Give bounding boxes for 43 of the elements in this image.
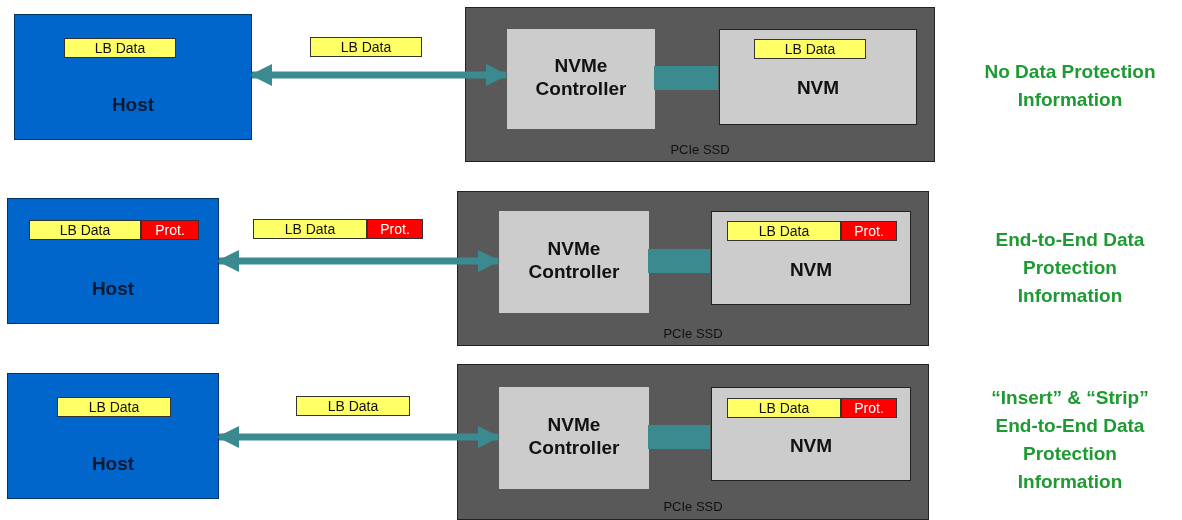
nvm-box bbox=[711, 387, 911, 481]
ssd-label: PCIe SSD bbox=[662, 498, 724, 516]
data-block: LB Data bbox=[754, 39, 866, 59]
protection-block: Prot. bbox=[367, 219, 423, 239]
data-block: LB Data bbox=[253, 219, 367, 239]
side-note: No Data Protection Information bbox=[983, 60, 1157, 112]
nvm-label: NVM bbox=[795, 76, 841, 99]
controller-box bbox=[499, 211, 649, 313]
ssd-label: PCIe SSD bbox=[662, 325, 724, 343]
data-block: LB Data bbox=[57, 397, 171, 417]
nvm-box bbox=[711, 211, 911, 305]
host-box bbox=[7, 198, 219, 324]
protection-block: Prot. bbox=[841, 398, 897, 418]
data-block: LB Data bbox=[310, 37, 422, 57]
data-block: LB Data bbox=[727, 221, 841, 241]
host-label: Host bbox=[90, 452, 136, 475]
protection-block: Prot. bbox=[141, 220, 199, 240]
host-label: Host bbox=[90, 277, 136, 300]
host-label: Host bbox=[110, 93, 156, 116]
controller-label: NVMe Controller bbox=[527, 237, 621, 283]
controller-label: NVMe Controller bbox=[534, 54, 628, 100]
host-box bbox=[7, 373, 219, 499]
data-block: LB Data bbox=[296, 396, 410, 416]
controller-label: NVMe Controller bbox=[527, 413, 621, 459]
ssd-enclosure bbox=[457, 364, 929, 520]
controller-box bbox=[499, 387, 649, 489]
side-note: End-to-End Data Protection Information bbox=[994, 228, 1146, 308]
protection-block: Prot. bbox=[841, 221, 897, 241]
data-block: LB Data bbox=[64, 38, 176, 58]
controller-box bbox=[507, 29, 655, 129]
data-block: LB Data bbox=[727, 398, 841, 418]
side-note: “Insert” & “Strip” End-to-End Data Protection Information bbox=[990, 386, 1150, 494]
data-block: LB Data bbox=[29, 220, 141, 240]
host-box bbox=[14, 14, 252, 140]
ssd-enclosure bbox=[457, 191, 929, 346]
ssd-enclosure bbox=[465, 7, 935, 162]
nvm-label: NVM bbox=[788, 434, 834, 457]
ssd-label: PCIe SSD bbox=[669, 141, 731, 159]
connector-bar bbox=[654, 66, 718, 90]
nvm-label: NVM bbox=[788, 258, 834, 281]
connector-bar bbox=[648, 425, 710, 449]
nvm-box bbox=[719, 29, 917, 125]
connector-bar bbox=[648, 249, 710, 273]
